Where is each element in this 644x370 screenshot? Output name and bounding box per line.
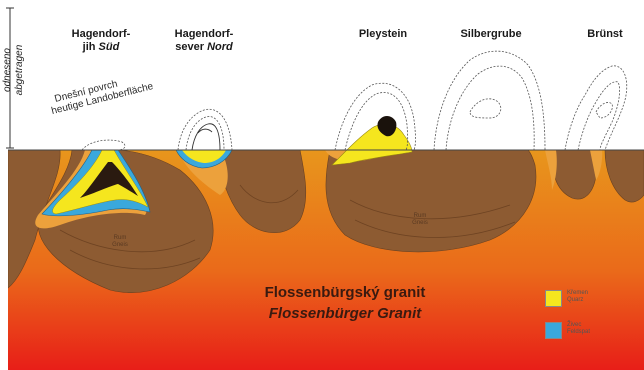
label-gneiss-left: Rum Gneis — [105, 235, 135, 249]
label-hagendorf-sud-de: Süd — [99, 41, 120, 53]
label-removed: odneseno abgetragen — [2, 22, 32, 118]
legend-swatch-quartz — [545, 290, 562, 307]
label-hagendorf-nord-cz: sever — [175, 41, 207, 53]
label-removed-cz: odneseno — [2, 22, 14, 118]
label-gneiss-right: Rum Gneis — [405, 213, 435, 227]
legend-label-feldspar: Živec Feldspat — [567, 322, 590, 336]
label-granite-de: Flossenbürger Granit — [200, 303, 490, 324]
label-hagendorf-nord-line1: Hagendorf- — [168, 28, 240, 41]
label-hagendorf-sud: Hagendorf- jih Süd — [70, 28, 132, 54]
label-brunst: Brünst — [580, 28, 630, 41]
label-hagendorf-nord: Hagendorf- sever Nord — [168, 28, 240, 54]
label-granite-cz: Flossenbürgský granit — [200, 282, 490, 303]
label-hagendorf-nord-de: Nord — [207, 41, 233, 53]
remnant-outlines — [192, 124, 220, 150]
label-granite: Flossenbürgský granit Flossenbürger Gran… — [200, 282, 490, 324]
label-silbergrube: Silbergrube — [455, 28, 527, 41]
eroded-outlines — [82, 51, 627, 150]
label-pleystein: Pleystein — [348, 28, 418, 41]
legend-swatch-feldspar — [545, 322, 562, 339]
label-removed-de: abgetragen — [14, 22, 26, 118]
legend-label-quartz: Křemen Quarz — [567, 290, 588, 304]
label-hagendorf-sud-line1: Hagendorf- — [70, 28, 132, 41]
label-hagendorf-sud-cz: jih — [83, 41, 99, 53]
